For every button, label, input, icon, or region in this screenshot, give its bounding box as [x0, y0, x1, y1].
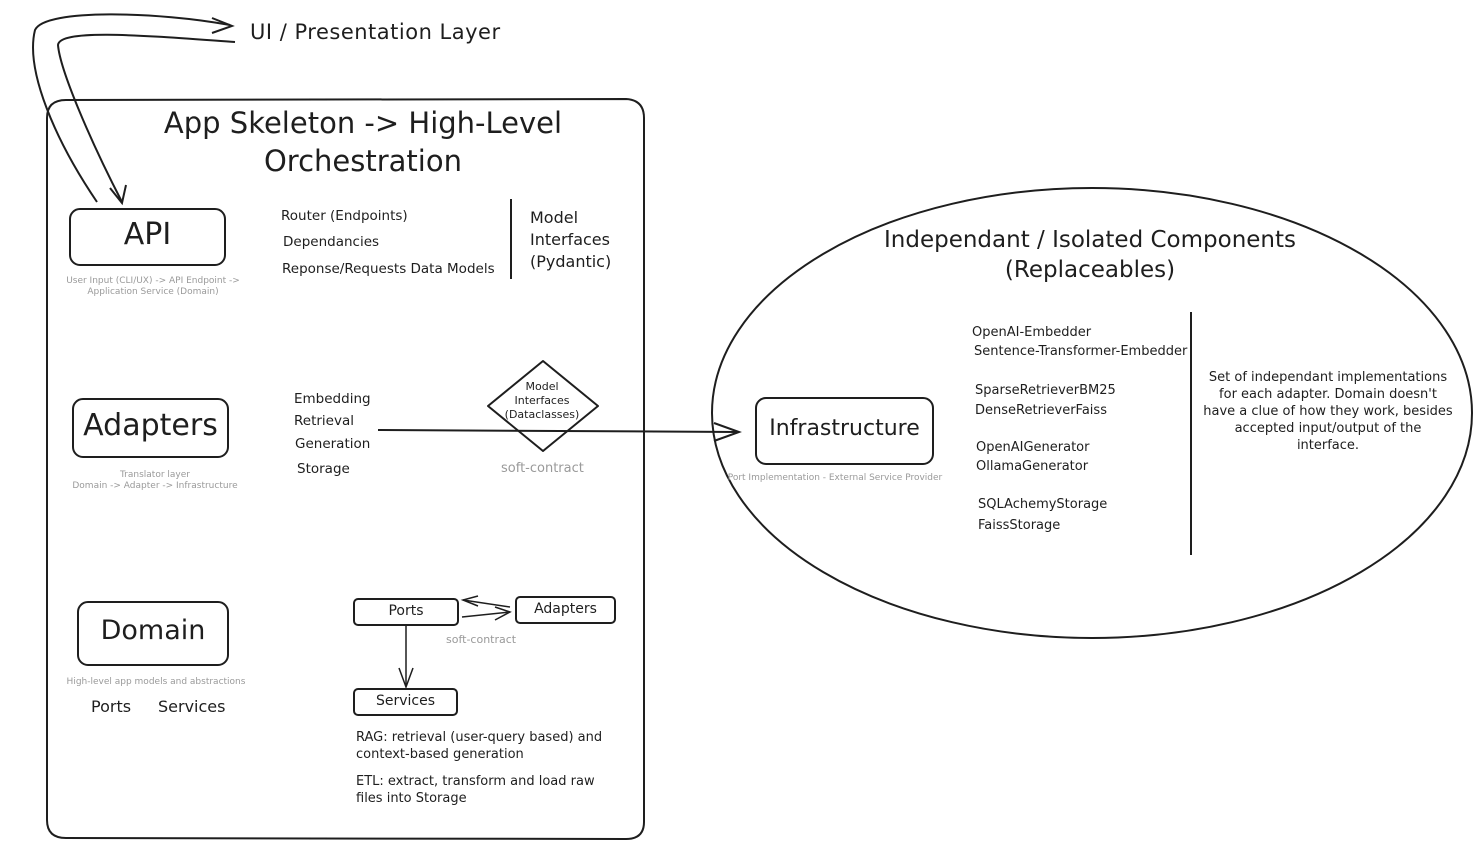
components-description: Set of independant implementations for e… [1203, 370, 1453, 453]
impl-sqlalchemy-storage: SQLAchemyStorage [978, 497, 1108, 512]
impl-openai-generator: OpenAIGenerator [976, 440, 1090, 455]
components-ellipse [711, 187, 1473, 639]
impl-sentence-transformer: Sentence-Transformer-Embedder [974, 344, 1188, 359]
ui-layer-label: UI / Presentation Layer [250, 20, 501, 44]
domain-label: Domain [100, 615, 206, 646]
ports-box-label: Ports [388, 603, 424, 619]
services-box [353, 688, 458, 716]
adapters-small-box [515, 596, 616, 624]
adapters-soft-contract: soft-contract [501, 461, 584, 476]
ui-arrow-outer [32, 13, 231, 203]
domain-services-label: Services [158, 697, 226, 716]
api-item-dependancies: Dependancies [283, 234, 380, 250]
note-etl: ETL: extract, transform and load raw fil… [356, 774, 595, 806]
api-model-interfaces: Model Interfaces (Pydantic) [530, 208, 612, 271]
services-arrowhead [398, 667, 414, 690]
api-item-data-models: Reponse/Requests Data Models [282, 261, 495, 277]
adapter-item-generation: Generation [295, 436, 371, 452]
impl-ollama-generator: OllamaGenerator [976, 459, 1089, 474]
impl-faiss-storage: FaissStorage [978, 518, 1061, 533]
api-label: API [123, 217, 172, 252]
infrastructure-caption: Port Implementation - External Service P… [727, 473, 943, 483]
api-item-router: Router (Endpoints) [281, 208, 408, 224]
adapter-item-retrieval: Retrieval [294, 413, 354, 429]
ports-adapters-arrow-top [462, 599, 511, 608]
adapters-caption-2: Domain -> Adapter -> Infrastructure [72, 481, 238, 491]
adapters-box-label: Adapters [534, 601, 597, 617]
domain-caption: High-level app models and abstractions [66, 677, 246, 687]
adapter-item-storage: Storage [297, 461, 350, 477]
note-rag: RAG: retrieval (user-query based) and co… [356, 730, 603, 762]
domain-ports-label: Ports [91, 697, 132, 716]
ui-arrow-inner [56, 33, 236, 203]
adapters-to-infra-arrow [377, 429, 739, 433]
domain-soft-contract: soft-contract [446, 633, 517, 646]
model-interfaces-diamond [487, 360, 599, 452]
adapters-arrowhead [494, 606, 512, 621]
infra-arrowhead [713, 422, 742, 442]
infrastructure-label: Infrastructure [769, 416, 920, 441]
domain-box [77, 601, 229, 666]
services-box-label: Services [375, 693, 436, 709]
api-caption: User Input (CLI/UX) -> API Endpoint -> A… [66, 276, 240, 297]
adapter-item-embedding: Embedding [294, 391, 371, 407]
ports-adapters-arrow-bottom [461, 611, 511, 618]
components-title: Independant / Isolated Components (Repla… [883, 227, 1296, 283]
skeleton-title: App Skeleton -> High-Level Orchestration [163, 106, 563, 178]
impl-openai-embedder: OpenAI-Embedder [972, 325, 1092, 340]
api-box [69, 208, 226, 266]
ports-box [353, 598, 459, 626]
adapters-label: Adapters [83, 408, 218, 443]
adapters-box [72, 398, 229, 458]
diamond-label: Model Interfaces (Dataclasses) [504, 380, 580, 421]
infrastructure-box [755, 397, 934, 465]
impl-dense-retriever: DenseRetrieverFaiss [975, 403, 1107, 418]
ports-arrowhead [460, 595, 479, 607]
impl-sparse-retriever: SparseRetrieverBM25 [975, 383, 1116, 398]
adapters-caption-1: Translator layer [120, 470, 190, 480]
ui-arrowhead [211, 17, 235, 34]
api-arrowhead [109, 184, 127, 206]
